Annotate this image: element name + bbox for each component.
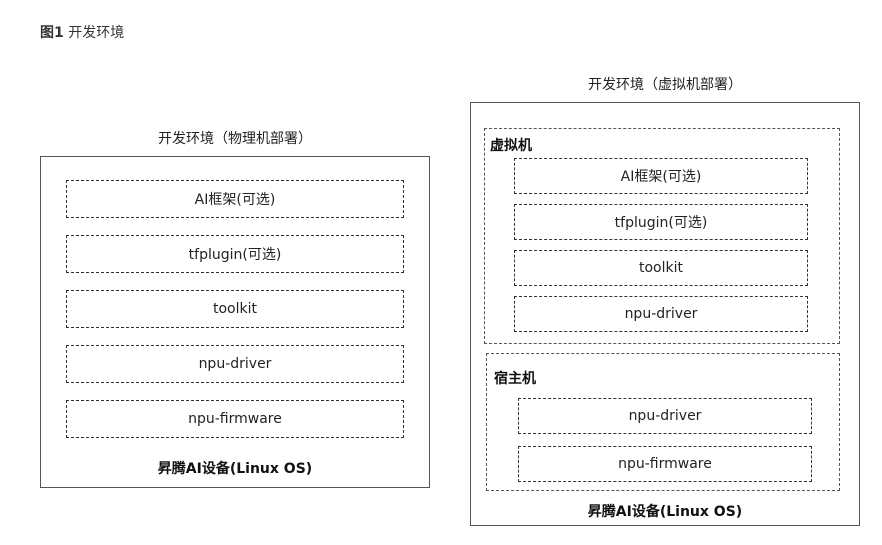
host-layer-npu-firmware: npu-firmware (518, 446, 812, 482)
vm-layer-npu-driver: npu-driver (514, 296, 808, 332)
physical-layer-npu-firmware: npu-firmware (66, 400, 404, 438)
virtual-device-frame (470, 102, 860, 526)
figure-caption: 图1 开发环境 (40, 22, 124, 42)
physical-deployment-title: 开发环境（物理机部署） (158, 131, 312, 147)
figure-number: 图1 (40, 25, 64, 41)
virtual-device-label: 昇腾AI设备(Linux OS) (587, 504, 743, 520)
host-layer-npu-driver: npu-driver (518, 398, 812, 434)
vm-group-label: 虚拟机 (490, 138, 532, 154)
vm-layer-tfplugin: tfplugin(可选) (514, 204, 808, 240)
physical-layer-toolkit: toolkit (66, 290, 404, 328)
physical-layer-tfplugin: tfplugin(可选) (66, 235, 404, 273)
vm-group (484, 128, 840, 344)
host-group-label: 宿主机 (494, 371, 536, 387)
virtual-deployment-title: 开发环境（虚拟机部署） (588, 77, 742, 93)
physical-device-label: 昇腾AI设备(Linux OS) (157, 461, 313, 477)
host-group (486, 353, 840, 491)
figure-title: 开发环境 (68, 25, 125, 41)
vm-layer-ai-framework: AI框架(可选) (514, 158, 808, 194)
physical-layer-npu-driver: npu-driver (66, 345, 404, 383)
physical-layer-ai-framework: AI框架(可选) (66, 180, 404, 218)
physical-device-frame (40, 156, 430, 488)
vm-layer-toolkit: toolkit (514, 250, 808, 286)
